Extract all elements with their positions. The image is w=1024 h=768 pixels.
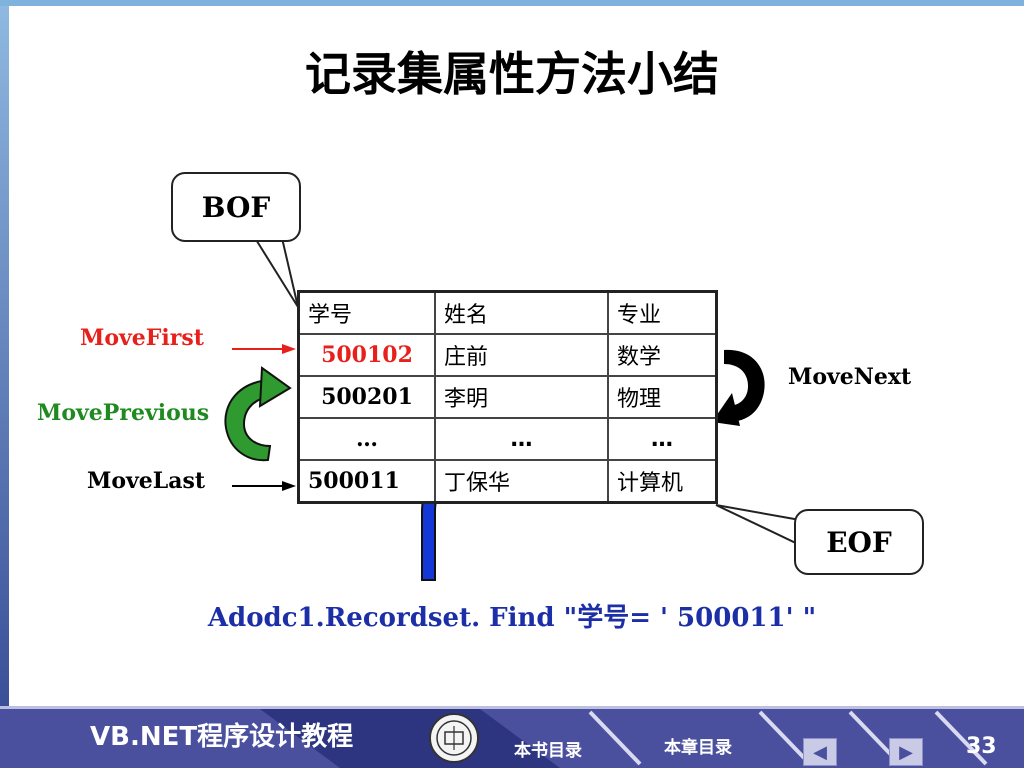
cell-name: 丁保华	[434, 459, 609, 504]
top-accent-bar	[0, 0, 1024, 6]
move-previous-label: MovePrevious	[37, 400, 210, 426]
header-cell-name: 姓名	[434, 290, 609, 335]
footer-slash	[758, 710, 812, 766]
cell-name: 李明	[434, 375, 609, 419]
move-previous-curved-arrow	[224, 378, 272, 462]
triangle-right-icon: ▶	[899, 741, 913, 763]
table-row: … … …	[297, 417, 718, 461]
previous-slide-button[interactable]: ◀	[803, 738, 837, 766]
cell-student-id: 500011	[297, 459, 436, 504]
triangle-left-icon: ◀	[813, 741, 827, 763]
move-last-label: MoveLast	[87, 468, 206, 494]
recordset-table: 学号 姓名 专业 500102 庄前 数学 500201 李明 物理 … … ……	[297, 290, 718, 504]
header-cell-major: 专业	[607, 290, 718, 335]
chapter-contents-link[interactable]: 本章目录	[664, 738, 732, 758]
move-next-label: MoveNext	[788, 364, 912, 390]
slide-title: 记录集属性方法小结	[305, 47, 719, 101]
footer-brand: VB.NET程序设计教程	[90, 722, 354, 752]
move-last-arrowhead	[282, 481, 296, 491]
cell-major: 计算机	[607, 459, 718, 504]
left-accent-bar	[0, 6, 9, 706]
footer-top-strip	[0, 706, 1024, 709]
next-slide-button[interactable]: ▶	[889, 738, 923, 766]
cell-student-id: 500102	[297, 333, 436, 377]
table-row: 500011 丁保华 计算机	[297, 459, 718, 504]
cell-major: 物理	[607, 375, 718, 419]
header-cell-student-id: 学号	[297, 290, 436, 335]
cell-major: 数学	[607, 333, 718, 377]
table-row: 500102 庄前 数学	[297, 333, 718, 377]
move-previous-arrowhead	[258, 366, 292, 408]
footer-slash	[588, 710, 642, 766]
page-number: 33	[966, 734, 997, 759]
footer-slash	[934, 710, 988, 766]
book-contents-link[interactable]: 本书目录	[514, 741, 582, 761]
table-header-row: 学号 姓名 专业	[297, 290, 718, 335]
table-row: 500201 李明 物理	[297, 375, 718, 419]
cell-student-id: 500201	[297, 375, 436, 419]
move-first-arrowhead	[282, 344, 296, 354]
university-seal-icon	[429, 713, 479, 763]
eof-callout: EOF	[794, 509, 924, 575]
cell-name: 庄前	[434, 333, 609, 377]
cell-ellipsis: …	[607, 417, 718, 461]
move-next-arrowhead	[712, 393, 740, 426]
bof-callout: BOF	[171, 172, 301, 242]
footer-dark-band	[260, 709, 560, 768]
cell-ellipsis: …	[434, 417, 609, 461]
find-code-line: Adodc1.Recordset. Find "学号= ' 500011' "	[207, 603, 817, 633]
move-first-label: MoveFirst	[80, 325, 204, 351]
move-next-curved-arrow	[724, 349, 765, 422]
cell-ellipsis: …	[297, 417, 436, 461]
